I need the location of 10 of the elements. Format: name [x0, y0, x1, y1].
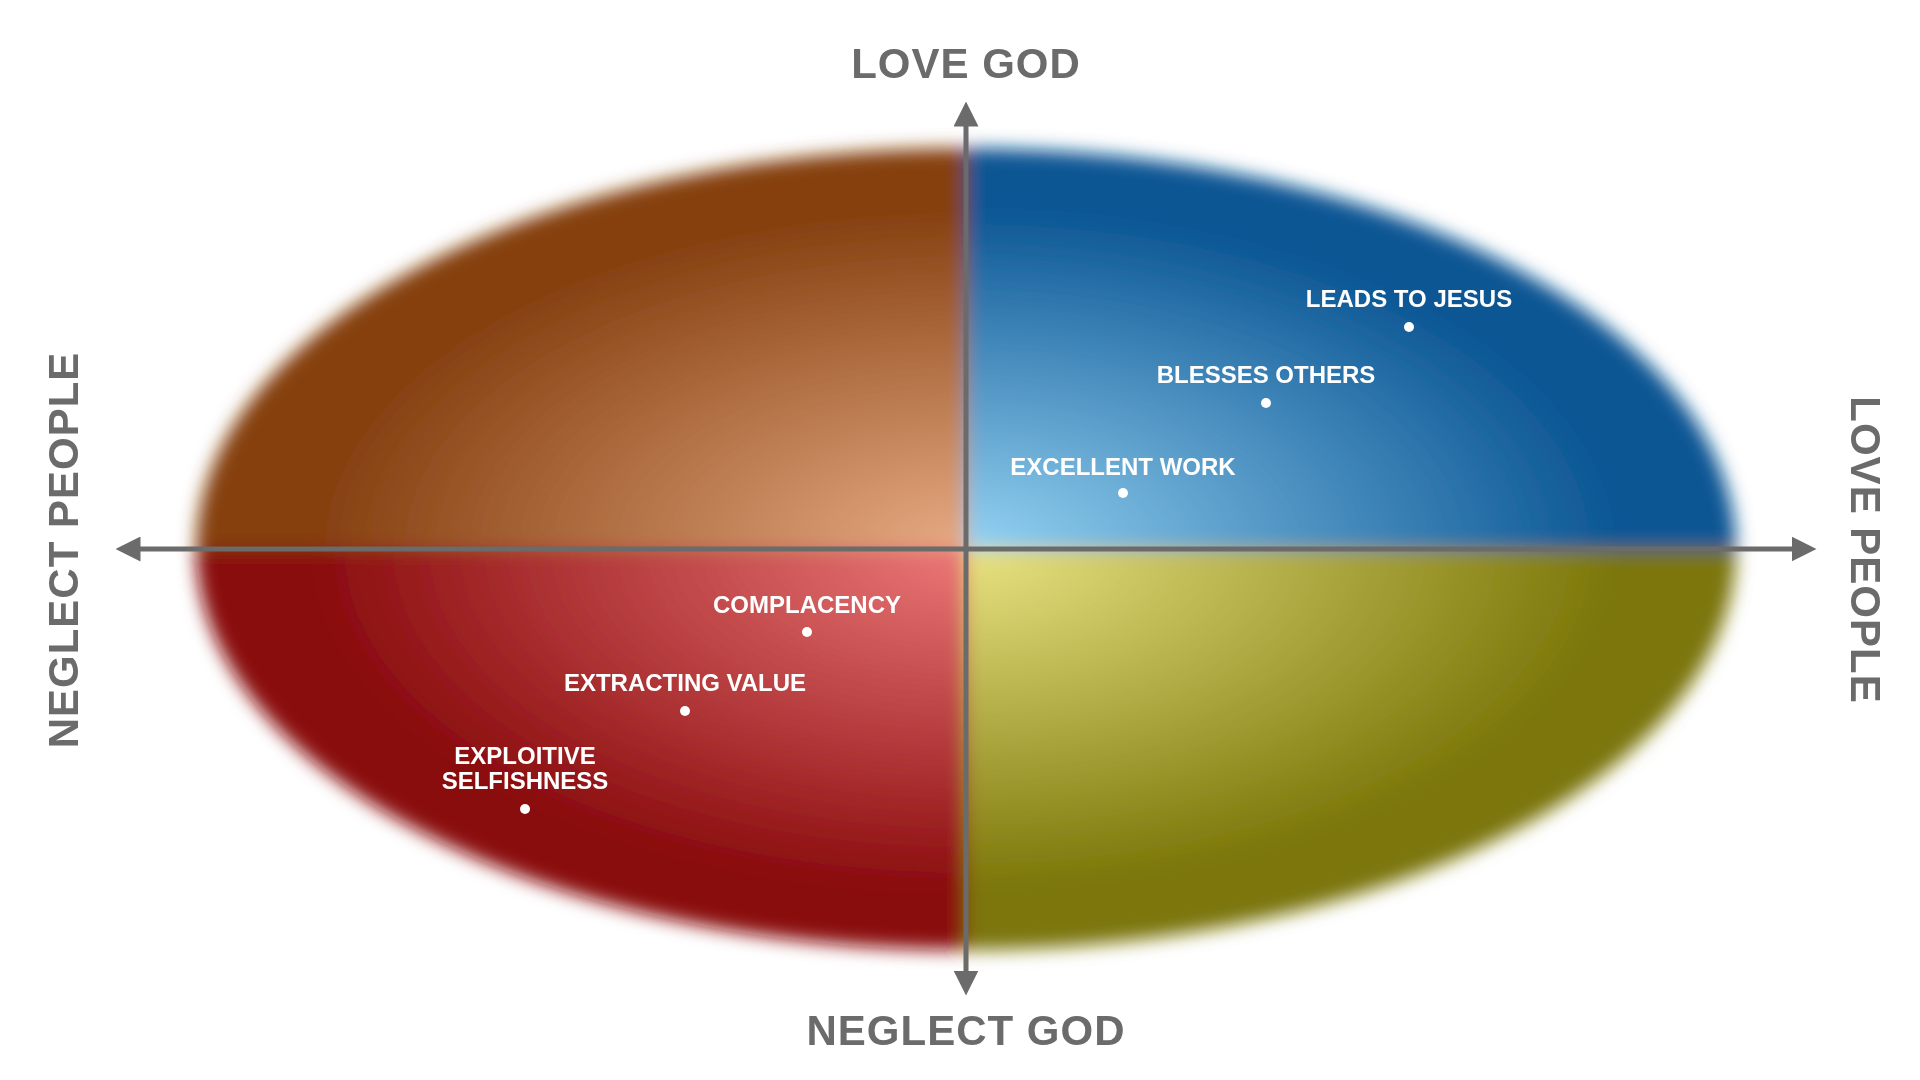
- point-label: EXCELLENT WORK: [1010, 454, 1236, 480]
- point-label: EXTRACTING VALUE: [563, 670, 807, 696]
- point-label: BLESSES OTHERS: [1156, 362, 1376, 388]
- point-label: COMPLACENCY: [713, 592, 901, 618]
- axis-label: NEGLECT PEOPLE: [40, 351, 88, 749]
- axis-label: LOVE PEOPLE: [1841, 396, 1889, 704]
- point-label: EXPLOITIVE SELFISHNESS: [440, 742, 610, 794]
- axis-label: NEGLECT GOD: [806, 1007, 1126, 1055]
- point-label: LEADS TO JESUS: [1305, 286, 1513, 312]
- axis-label: LOVE GOD: [851, 40, 1081, 88]
